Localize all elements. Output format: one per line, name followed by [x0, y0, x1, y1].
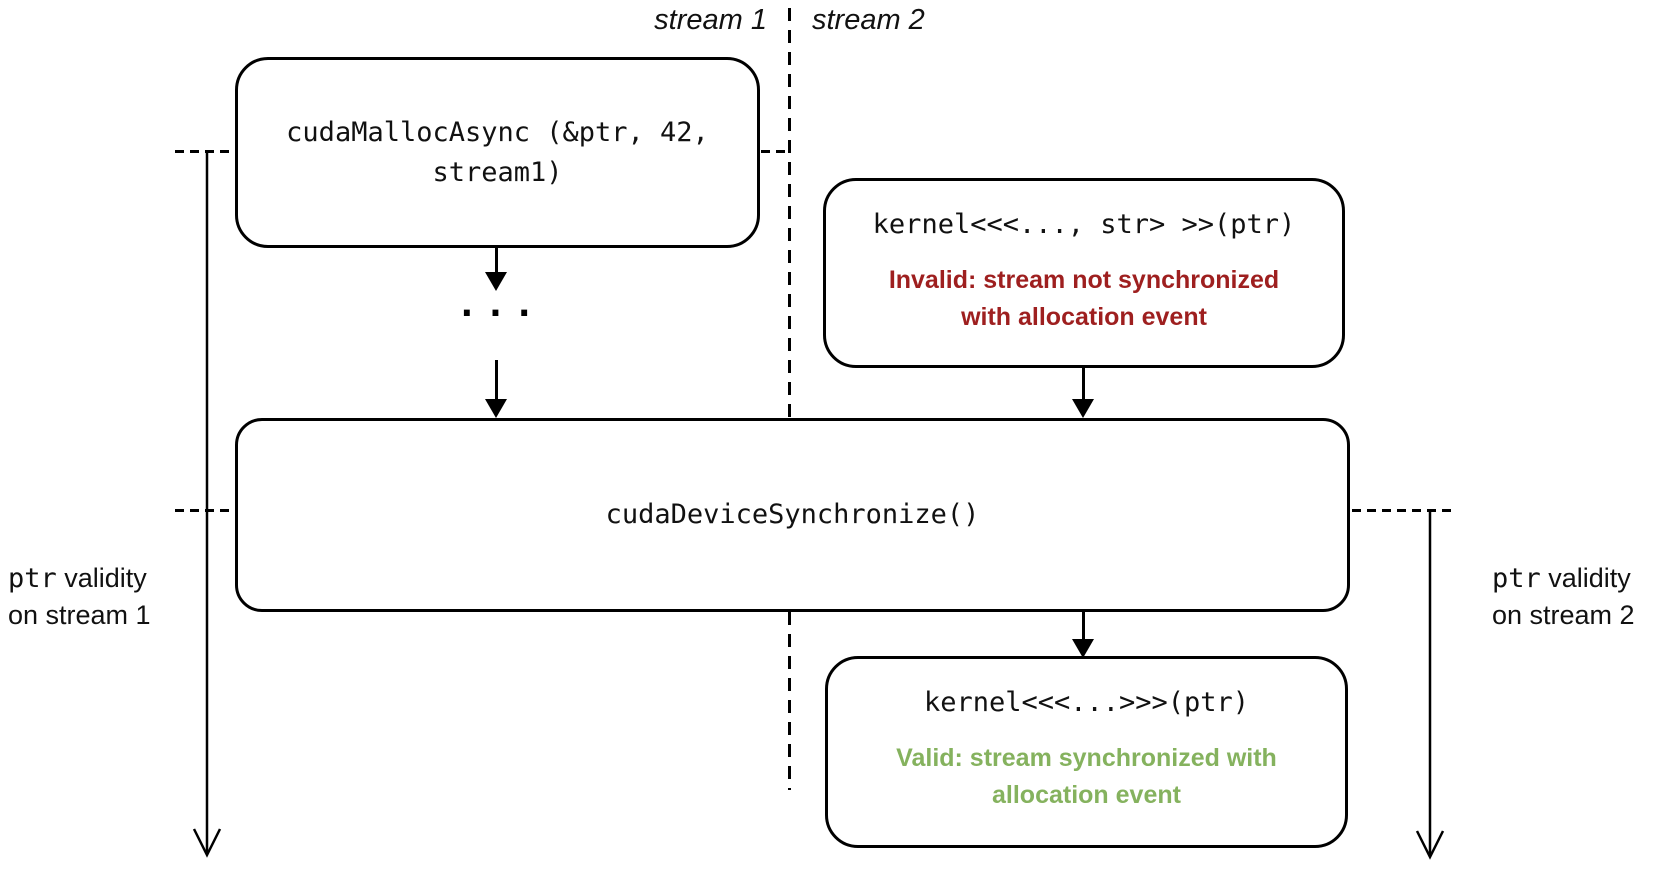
arrow-invalid-to-sync-shaft — [1082, 368, 1085, 402]
device-synchronize-box: cudaDeviceSynchronize() — [235, 418, 1350, 612]
valid-note-line1: Valid: stream synchronized with — [896, 744, 1277, 772]
ptr-validity-line2: on stream 2 — [1492, 600, 1635, 630]
ptr-validity-label-stream1: ptr validity on stream 1 — [8, 560, 151, 634]
ptr-validity-line1: ptr validity — [1492, 560, 1635, 597]
ptr-validity-line1: ptr validity — [8, 560, 151, 597]
stream-divider-lower — [788, 612, 791, 790]
invalid-note-line2: with allocation event — [961, 303, 1207, 331]
ptr-code: ptr — [1492, 563, 1541, 594]
alloc-tick-right — [761, 150, 790, 153]
arrow-sync-to-valid-head — [1072, 639, 1094, 658]
arrow-ellipsis-to-sync-head — [485, 399, 507, 418]
malloc-code-line2: stream1) — [432, 156, 563, 188]
device-synchronize-code: cudaDeviceSynchronize() — [605, 499, 980, 530]
invalid-kernel-code: kernel<<<..., str> >>(ptr) — [872, 209, 1296, 240]
ptr-validity-line2: on stream 1 — [8, 600, 151, 630]
ptr-code: ptr — [8, 563, 57, 594]
stream1-label: stream 1 — [654, 4, 767, 36]
valid-kernel-box: kernel<<<...>>>(ptr) Valid: stream synch… — [825, 656, 1348, 848]
stream2-label: stream 2 — [812, 4, 925, 36]
arrow-invalid-to-sync-head — [1072, 399, 1094, 418]
arrow-sync-to-valid-shaft — [1082, 612, 1085, 642]
ptr-validity-arrow-stream1 — [192, 151, 222, 858]
valid-note: Valid: stream synchronized with allocati… — [828, 740, 1345, 814]
ptr-validity-arrow-stream2 — [1415, 511, 1445, 860]
invalid-kernel-box: kernel<<<..., str> >>(ptr) Invalid: stre… — [823, 178, 1345, 368]
arrow-malloc-to-ellipsis-shaft — [495, 246, 498, 274]
valid-kernel-code: kernel<<<...>>>(ptr) — [923, 687, 1250, 718]
arrow-malloc-to-ellipsis-head — [485, 272, 507, 291]
malloc-code-line1: cudaMallocAsync (&ptr, 42, — [286, 116, 709, 148]
sync-tick-right — [1352, 509, 1457, 512]
invalid-note: Invalid: stream not synchronized with al… — [826, 262, 1342, 336]
validity-text: validity — [1540, 563, 1631, 593]
arrow-ellipsis-to-sync-shaft — [495, 360, 498, 402]
ptr-validity-label-stream2: ptr validity on stream 2 — [1492, 560, 1635, 634]
valid-note-line2: allocation event — [992, 781, 1181, 809]
stream-divider-upper — [788, 8, 791, 418]
validity-text: validity — [56, 563, 147, 593]
invalid-note-line1: Invalid: stream not synchronized — [888, 266, 1280, 294]
malloc-async-box: cudaMallocAsync (&ptr, 42, stream1) — [235, 57, 760, 248]
